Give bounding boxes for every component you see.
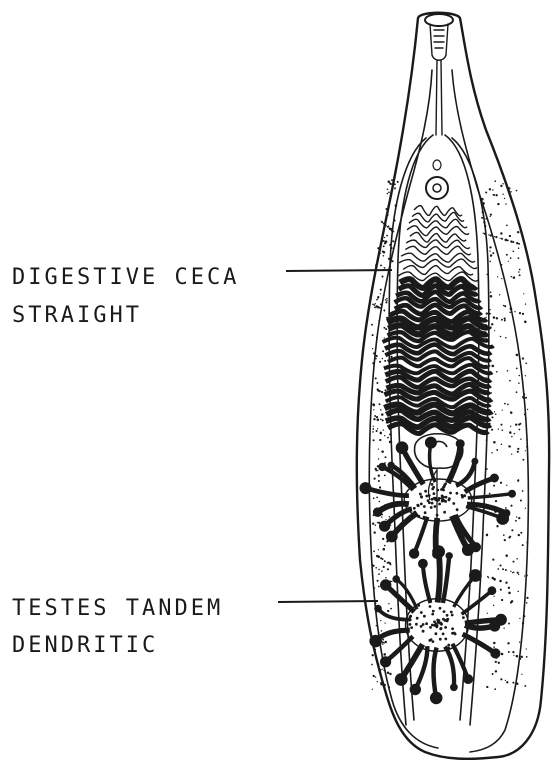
esophagus (436, 60, 442, 135)
oral-sucker (425, 14, 453, 26)
ventral-sucker (426, 160, 448, 199)
testes-label: TESTES TANDEM (12, 596, 223, 621)
digestive-ceca-leader (286, 270, 392, 271)
testes-sublabel: DENDRITIC (12, 633, 158, 658)
posterior-testis (370, 546, 506, 704)
pharynx (430, 24, 448, 60)
digestive-ceca-label: DIGESTIVE CECA (12, 265, 239, 290)
digestive-ceca-sublabel: STRAIGHT (12, 303, 142, 328)
anterior-testis (360, 437, 516, 558)
testes-leader (278, 601, 378, 602)
